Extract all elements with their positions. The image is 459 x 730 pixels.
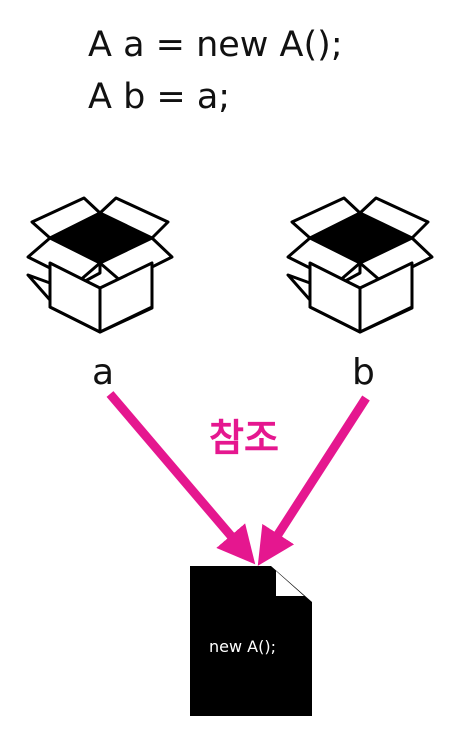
box-a-icon (26, 196, 174, 334)
object-document-text: new A(); (209, 637, 276, 656)
reference-label: 참조 (209, 416, 279, 460)
arrow-a-to-object (106, 391, 256, 565)
variable-b-label: b (352, 352, 375, 393)
box-b-icon (286, 196, 434, 334)
arrow-b-to-object (257, 395, 370, 566)
code-line-1: A a = new A(); (88, 25, 343, 65)
variable-a-label: a (92, 352, 114, 393)
object-document-icon (190, 566, 312, 716)
code-line-2: A b = a; (88, 77, 230, 117)
